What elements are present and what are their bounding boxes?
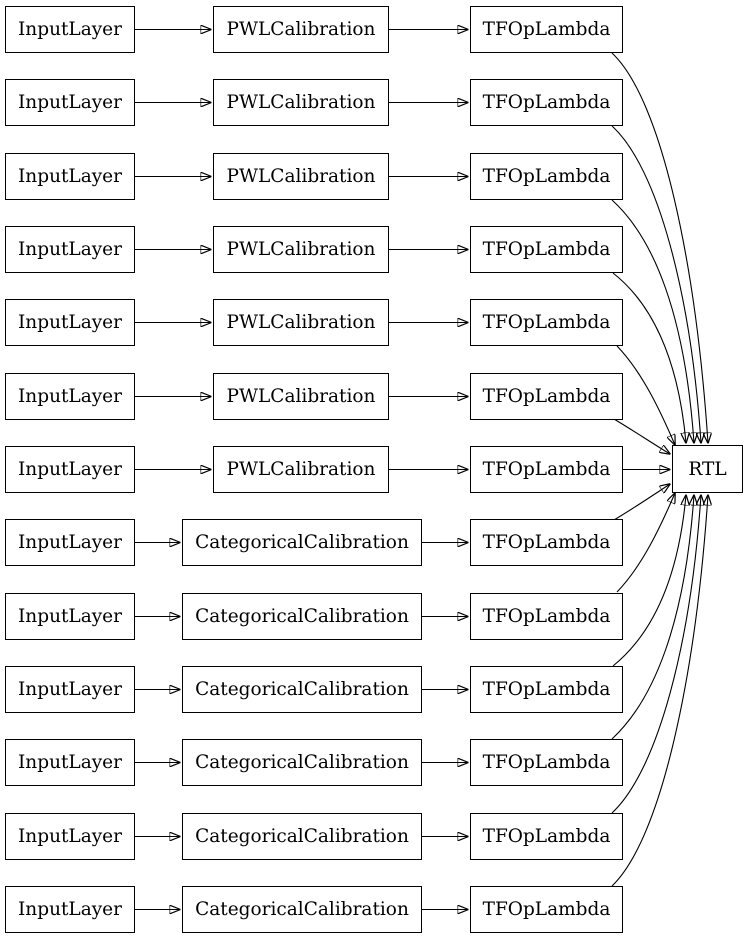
node-categorical-calibration: CategoricalCalibration: [182, 886, 422, 933]
node-pwl-calibration: PWLCalibration: [213, 226, 389, 273]
edge-lambda-rtl-5: [613, 418, 670, 454]
node-tfop-lambda: TFOpLambda: [470, 153, 623, 200]
node-tfop-lambda: TFOpLambda: [470, 446, 623, 493]
edge-lambda-rtl-10: [611, 495, 694, 740]
node-input-layer: InputLayer: [5, 666, 135, 713]
node-pwl-calibration: PWLCalibration: [213, 446, 389, 493]
edge-lambda-rtl-7: [613, 484, 670, 521]
node-input-layer: InputLayer: [5, 519, 135, 566]
edge-lambda-rtl-11: [611, 495, 701, 814]
node-tfop-lambda: TFOpLambda: [470, 519, 623, 566]
node-tfop-lambda: TFOpLambda: [470, 299, 623, 346]
node-input-layer: InputLayer: [5, 226, 135, 273]
node-categorical-calibration: CategoricalCalibration: [182, 739, 422, 786]
edge-lambda-rtl-3: [612, 272, 686, 443]
edge-lambda-rtl-1: [611, 125, 701, 443]
node-input-layer: InputLayer: [5, 813, 135, 860]
node-pwl-calibration: PWLCalibration: [213, 6, 389, 53]
node-pwl-calibration: PWLCalibration: [213, 153, 389, 200]
node-pwl-calibration: PWLCalibration: [213, 373, 389, 420]
node-categorical-calibration: CategoricalCalibration: [182, 593, 422, 640]
node-input-layer: InputLayer: [5, 739, 135, 786]
node-rtl: RTL: [672, 445, 743, 493]
node-tfop-lambda: TFOpLambda: [470, 813, 623, 860]
node-input-layer: InputLayer: [5, 446, 135, 493]
edge-lambda-rtl-4: [616, 345, 675, 445]
node-categorical-calibration: CategoricalCalibration: [182, 666, 422, 713]
node-tfop-lambda: TFOpLambda: [470, 226, 623, 273]
node-tfop-lambda: TFOpLambda: [470, 6, 623, 53]
node-tfop-lambda: TFOpLambda: [470, 666, 623, 713]
edge-lambda-rtl-12: [611, 495, 708, 887]
node-categorical-calibration: CategoricalCalibration: [182, 519, 422, 566]
node-input-layer: InputLayer: [5, 6, 135, 53]
node-tfop-lambda: TFOpLambda: [470, 373, 623, 420]
node-pwl-calibration: PWLCalibration: [213, 299, 389, 346]
edge-lambda-rtl-2: [611, 199, 694, 443]
edge-lambda-rtl-9: [612, 495, 686, 667]
edge-lambda-rtl-0: [611, 52, 708, 443]
edge-lambda-rtl-8: [616, 493, 675, 593]
node-tfop-lambda: TFOpLambda: [470, 739, 623, 786]
node-input-layer: InputLayer: [5, 593, 135, 640]
node-tfop-lambda: TFOpLambda: [470, 593, 623, 640]
node-input-layer: InputLayer: [5, 886, 135, 933]
node-pwl-calibration: PWLCalibration: [213, 79, 389, 126]
node-input-layer: InputLayer: [5, 153, 135, 200]
node-input-layer: InputLayer: [5, 373, 135, 420]
node-tfop-lambda: TFOpLambda: [470, 886, 623, 933]
node-tfop-lambda: TFOpLambda: [470, 79, 623, 126]
node-input-layer: InputLayer: [5, 79, 135, 126]
node-categorical-calibration: CategoricalCalibration: [182, 813, 422, 860]
node-input-layer: InputLayer: [5, 299, 135, 346]
